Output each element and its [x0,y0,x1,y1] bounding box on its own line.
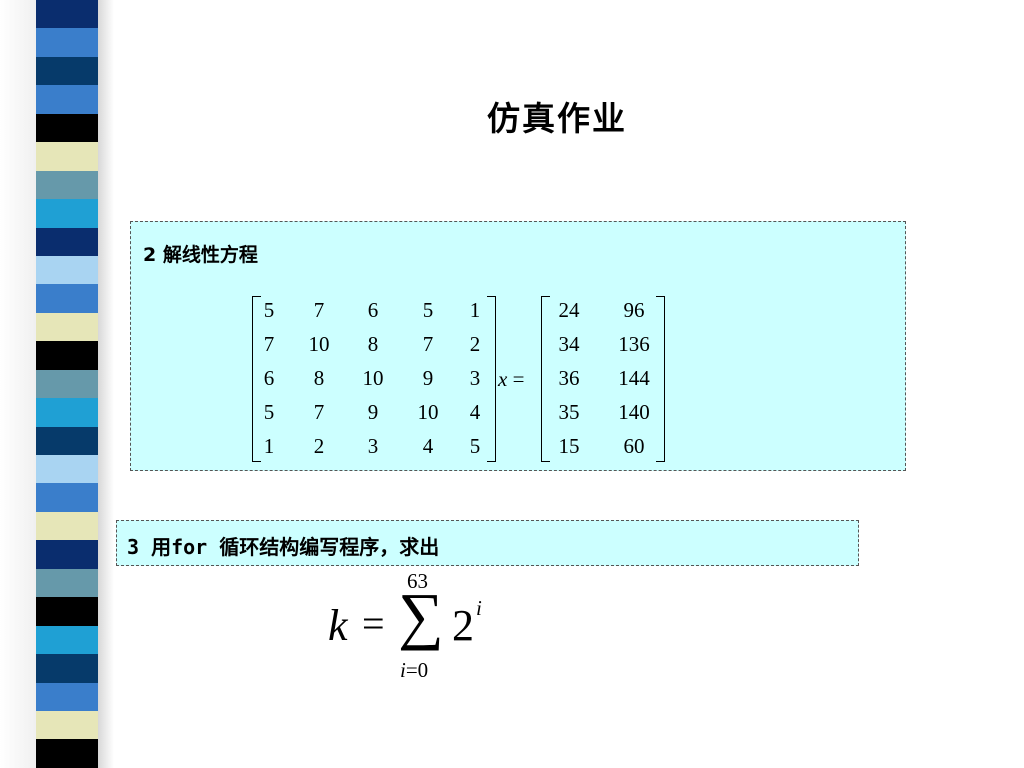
stripe-segment [36,85,98,114]
formula-exponent: i [476,596,482,620]
matrix-b-right-bracket [656,296,665,462]
problem2-box: 2 解线性方程 [130,221,906,471]
stripe-segment [36,710,98,740]
matrix-b: 24 96 34 136 36 144 35 140 15 60 [541,296,665,462]
stripe-segment [36,398,98,427]
decorative-stripe-bar [36,0,98,768]
stripe-segment [36,142,98,171]
matrix-cell: 4 [422,434,434,458]
matrix-cell: 5 [422,298,434,322]
matrix-cell: 8 [367,332,379,356]
stripe-segment [36,227,98,256]
stripe-segment [36,369,98,399]
stripe-segment [36,455,98,484]
sum-lower-limit: i=0 [400,658,428,683]
equation-middle: x = [498,367,524,392]
sum-upper-limit: 63 [407,569,428,593]
matrix-cell: 144 [618,366,650,390]
stripe-segment [36,199,98,228]
matrix-cell: 24 [558,298,580,322]
stripe-segment [36,341,98,370]
matrix-cell: 136 [618,332,650,356]
sum-index-var: i [400,658,406,682]
matrix-cell: 4 [469,400,481,424]
matrix-cell: 9 [422,366,434,390]
sum-index-start: =0 [405,658,429,682]
matrix-b-left-bracket [541,296,550,462]
matrix-cell: 1 [469,298,481,322]
matrix-cell: 140 [618,400,650,424]
matrix-cell: 7 [313,298,325,322]
stripe-segment [36,0,98,29]
matrix-cell: 5 [469,434,481,458]
matrix-cell: 60 [623,434,645,458]
matrix-cell: 7 [422,332,434,356]
problem2-heading: 2 解线性方程 [143,244,258,266]
stripe-shadow [98,0,114,768]
matrix-cell: 8 [313,366,325,390]
stripe-segment [36,426,98,455]
stripe-segment [36,654,98,683]
matrix-cell: 5 [263,298,275,322]
matrix-cell: 10 [417,400,439,424]
stripe-segment [36,255,98,285]
formula-base: 2 [452,601,474,650]
matrix-cell: 34 [558,332,580,356]
problem3-box: 3 用for 循环结构编写程序，求出 [116,520,859,566]
matrix-a: 5 7 6 5 1 7 10 8 7 2 6 8 10 9 3 5 7 9 10 4 1 2 3 4 5 [252,296,496,462]
stripe-segment [36,483,98,512]
stripe-segment [36,113,98,143]
matrix-cell: 2 [469,332,481,356]
matrix-cell: 3 [469,366,481,390]
matrix-cell: 5 [263,400,275,424]
matrix-cell: 6 [263,366,275,390]
matrix-cell: 36 [558,366,580,390]
stripe-segment [36,511,98,541]
stripe-segment [36,284,98,313]
stripe-segment [36,597,98,626]
stripe-segment [36,28,98,57]
matrix-a-right-bracket [487,296,496,462]
stripe-segment [36,170,98,200]
stripe-left-fade [0,0,36,768]
stripe-segment [36,625,98,655]
equals-sign: = [512,367,525,391]
stripe-segment [36,540,98,569]
matrix-a-left-bracket [252,296,261,462]
formula-lhs: k [328,601,348,650]
sigma-symbol: ∑ [398,580,444,651]
matrix-cell: 2 [313,434,325,458]
stripe-segment [36,312,98,342]
variable-x: x [498,367,508,391]
matrix-cell: 9 [367,400,379,424]
matrix-cell: 7 [313,400,325,424]
matrix-cell: 10 [308,332,330,356]
stripe-segment [36,739,98,768]
slide-title: 仿真作业 [487,99,627,138]
stripe-segment [36,682,98,711]
stripe-segment [36,56,98,86]
formula-equals: = [362,601,385,646]
matrix-cell: 1 [263,434,275,458]
matrix-cell: 3 [367,434,379,458]
matrix-cell: 35 [558,400,580,424]
matrix-cell: 15 [558,434,580,458]
matrix-cell: 7 [263,332,275,356]
matrix-cell: 6 [367,298,379,322]
stripe-segment [36,568,98,598]
problem3-heading: 3 用for 循环结构编写程序，求出 [127,535,440,559]
matrix-cell: 10 [362,366,384,390]
matrix-cell: 96 [623,298,645,322]
